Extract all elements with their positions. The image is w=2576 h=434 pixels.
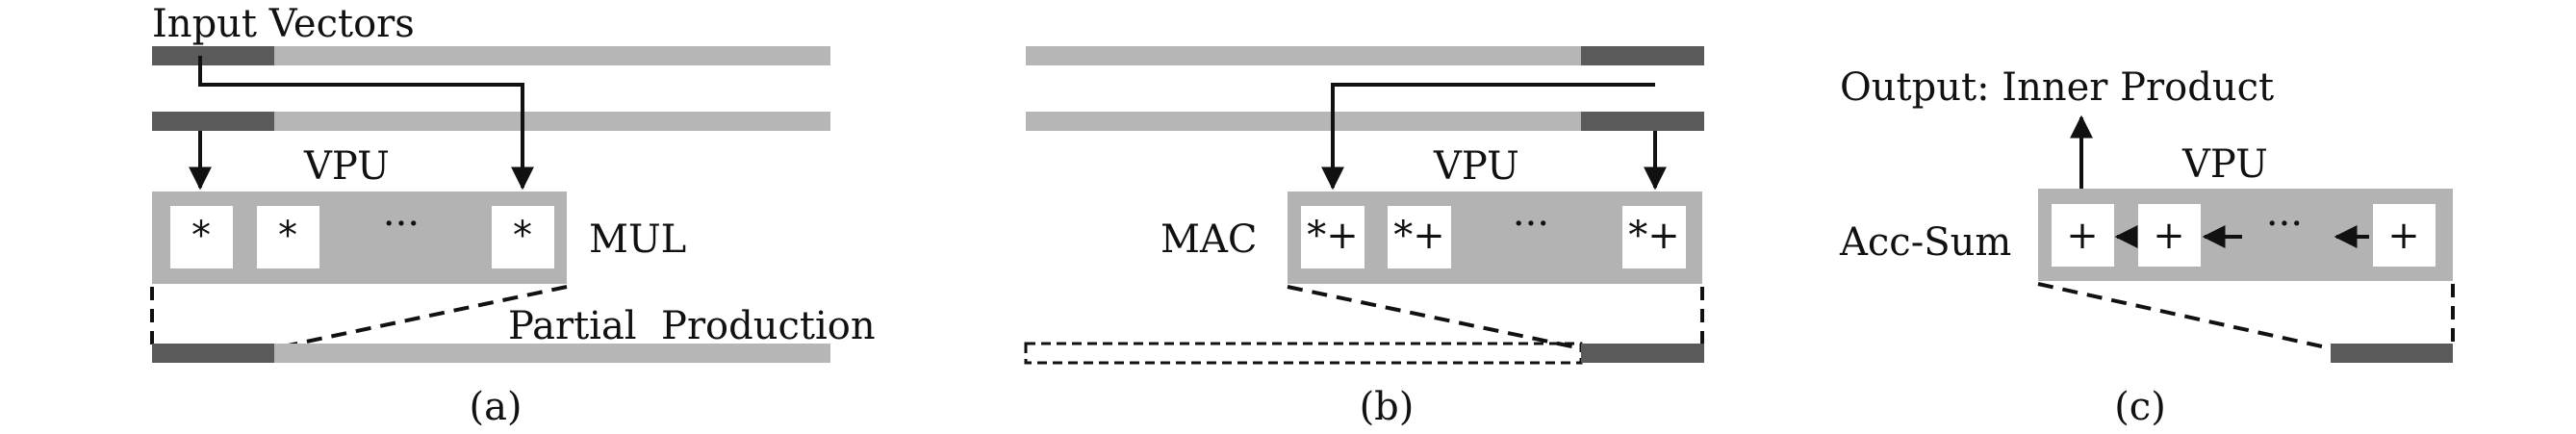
projection-left [2037, 282, 2332, 350]
mul-cell-2 [257, 206, 319, 268]
mul-cell-1 [170, 206, 233, 268]
output-bar-chunk [1581, 344, 1704, 363]
mac-cell-1 [1301, 206, 1365, 268]
mac-ellipsis: ··· [1513, 202, 1549, 246]
mul-cell-2-symbol: * [278, 214, 297, 258]
caption-a: (a) [469, 385, 522, 429]
mul-cell-1-symbol: * [191, 214, 211, 258]
acc-cell-1-symbol: + [2066, 214, 2099, 258]
mul-cell-4-symbol: * [513, 214, 532, 258]
mac-cell-2 [1388, 206, 1451, 268]
acc-cell-4-symbol: + [2387, 214, 2420, 258]
mul-label: MUL [589, 217, 686, 262]
output-bar-empty [1024, 342, 1583, 365]
acc-cell-2 [2138, 204, 2201, 267]
mul-ellipsis: ··· [383, 202, 420, 246]
result-chunk [2331, 344, 2453, 363]
caption-b: (b) [1360, 385, 1415, 429]
input-vectors-label: Input Vectors [152, 2, 415, 46]
acc-cell-4 [2373, 204, 2436, 267]
input-vector-1-bar [152, 46, 830, 65]
input-vector-2-chunk [1581, 112, 1704, 131]
panel-b: VPU *+ *+ ··· *+ MAC (b) [1024, 46, 1704, 429]
vpu-label: VPU [2181, 142, 2268, 187]
acc-cell-1 [2052, 204, 2114, 267]
acc-ellipsis: ··· [2266, 202, 2303, 246]
input-vector-1-bar [1026, 46, 1704, 65]
vpu-label: VPU [303, 144, 390, 189]
mac-cell-4 [1622, 206, 1686, 268]
input-vector-1-chunk [1581, 46, 1704, 65]
input-vector-2-bar [152, 112, 830, 131]
partial-production-bar [152, 344, 830, 363]
mac-cell-2-symbol: *+ [1393, 214, 1445, 258]
input-vector-1-chunk [152, 46, 274, 65]
input-vector-2-bar [1026, 112, 1704, 131]
input-route-line [198, 56, 534, 191]
panel-c: Output: Inner Product VPU + + ··· + Acc-… [1839, 65, 2455, 429]
mac-cell-4-symbol: *+ [1628, 214, 1680, 258]
partial-production-chunk [152, 344, 274, 363]
projection-left [1287, 285, 1582, 350]
acc-cell-2-symbol: + [2153, 214, 2185, 258]
mac-cell-1-symbol: *+ [1307, 214, 1359, 258]
output-inner-product-label: Output: Inner Product [1840, 65, 2274, 110]
caption-c: (c) [2114, 385, 2166, 429]
partial-production-label: Partial Production [508, 304, 876, 348]
acc-sum-label: Acc-Sum [1839, 220, 2011, 265]
panel-a: Input Vectors VPU * * ··· * MUL Partial … [150, 2, 876, 429]
input-vector-2-chunk [152, 112, 274, 131]
mul-cell-4 [492, 206, 554, 268]
vpu-label: VPU [1433, 144, 1519, 189]
input-route-line [1321, 83, 1655, 191]
mac-label: MAC [1160, 217, 1257, 262]
